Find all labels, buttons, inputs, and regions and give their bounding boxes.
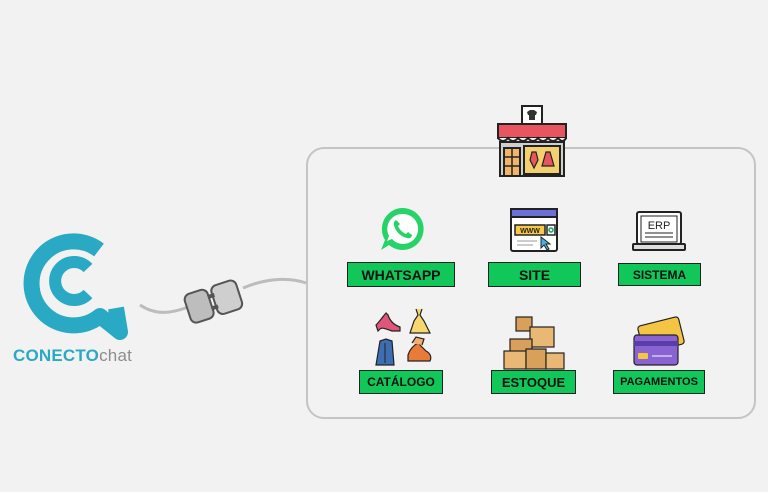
integration-label-estoque: ESTOQUE — [491, 370, 576, 394]
site-icon-text: WWW — [520, 228, 540, 235]
conectochat-logo-icon — [23, 233, 128, 340]
integration-label-sistema: SISTEMA — [618, 263, 701, 286]
whatsapp-icon — [381, 207, 424, 250]
integration-label-site: SITE — [488, 262, 581, 287]
integration-label-whatsapp: WHATSAPP — [347, 262, 455, 287]
erp-icon-text: ERP — [648, 220, 671, 232]
storefront-icon — [497, 105, 567, 177]
clothing-catalog-icon — [375, 308, 432, 366]
boxes-stock-icon — [503, 316, 565, 370]
credit-cards-icon — [633, 316, 685, 366]
brand-name: CONECTOchat — [13, 346, 132, 366]
erp-monitor-icon: ERP — [632, 211, 686, 251]
integration-label-pagamentos: PAGAMENTOS — [613, 370, 705, 394]
brand-name-bold: CONECTO — [13, 346, 100, 365]
integration-label-catalogo: CATÁLOGO — [359, 370, 443, 394]
brand-name-light: chat — [99, 346, 133, 365]
browser-www-icon: WWW — [510, 208, 558, 252]
